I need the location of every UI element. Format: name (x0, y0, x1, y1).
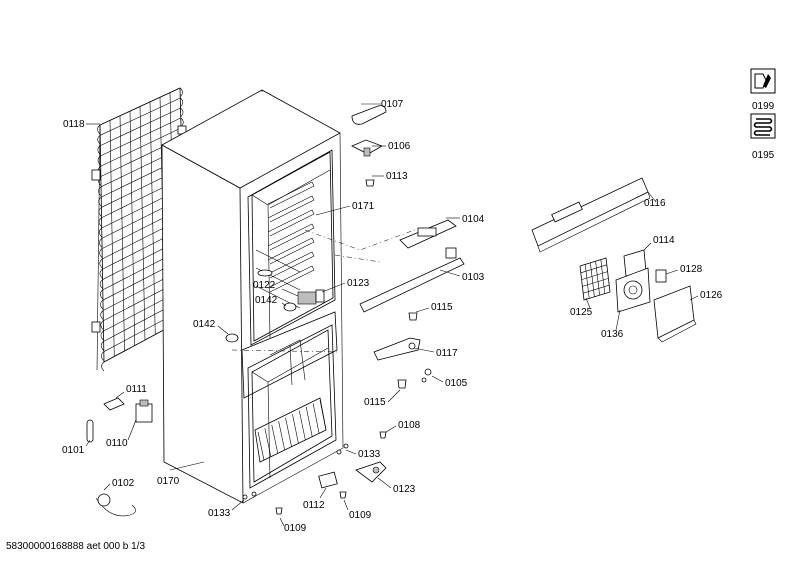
leader-0102 (103, 483, 111, 491)
coil-icon (750, 113, 776, 139)
part-label-0110: 0110 (106, 438, 128, 449)
part-label-0106: 0106 (388, 141, 411, 152)
leader-0109a (279, 517, 285, 527)
leader-0108 (385, 425, 397, 433)
part-label-0101: 0101 (62, 445, 85, 456)
part-label-0102: 0102 (112, 478, 135, 489)
leader-0101 (85, 439, 91, 447)
leader-0125 (585, 297, 591, 309)
part-label-0109a: 0109 (284, 523, 307, 534)
leader-0170 (169, 461, 205, 471)
part-label-0104: 0104 (462, 214, 485, 225)
part-label-0133a: 0133 (358, 449, 381, 460)
part-label-0122: 0122 (253, 280, 276, 291)
leader-0142b (217, 325, 229, 335)
leader-0136 (615, 309, 621, 331)
legend-code-0195: 0195 (752, 150, 775, 161)
part-label-0133b: 0133 (208, 508, 231, 519)
service-tool-icon (750, 68, 776, 94)
leader-0116 (647, 191, 657, 203)
leader-0115a (415, 307, 430, 313)
leader-0115b (387, 389, 401, 403)
part-label-0171: 0171 (352, 201, 375, 212)
part-label-0142b: 0142 (193, 319, 216, 330)
leader-0126 (689, 295, 699, 301)
part-label-0114: 0114 (653, 235, 675, 246)
part-label-0116: 0116 (644, 198, 666, 209)
part-label-0113: 0113 (386, 171, 408, 182)
leader-0103 (439, 269, 461, 277)
leader-0123a (321, 282, 346, 293)
part-labels: 0107 0106 0113 0171 0104 0103 0123 0122 0142 0142… (62, 99, 775, 534)
part-label-0136: 0136 (601, 329, 624, 340)
part-label-0170: 0170 (157, 476, 180, 487)
part-label-0107: 0107 (381, 99, 404, 110)
part-label-0126: 0126 (700, 290, 723, 301)
leader-0114 (643, 242, 652, 251)
legend-code-0199: 0199 (752, 101, 775, 112)
leader-lines (85, 103, 699, 527)
leader-0112 (319, 487, 327, 499)
right-parts (531, 177, 697, 343)
part-label-0117: 0117 (436, 348, 458, 359)
leader-0110 (127, 419, 137, 441)
part-label-0109b: 0109 (349, 510, 372, 521)
leader-0111 (115, 391, 125, 399)
part-label-0142a: 0142 (255, 295, 278, 306)
leader-0133a (345, 449, 357, 455)
assembly-lines (231, 227, 421, 353)
part-label-0108: 0108 (398, 420, 421, 431)
part-label-0111: 0111 (126, 384, 147, 395)
part-label-0128: 0128 (680, 264, 703, 275)
part-label-0115a: 0115 (431, 302, 453, 313)
leader-0117 (413, 347, 435, 353)
leader-0133b (231, 499, 245, 511)
small-parts (86, 105, 465, 517)
part-label-0123b: 0123 (393, 484, 416, 495)
document-id: 58300000168888 aet 000 b 1/3 (6, 541, 146, 552)
part-label-0123a: 0123 (347, 278, 370, 289)
part-label-0105: 0105 (445, 378, 468, 389)
leader-0123b (377, 477, 392, 489)
part-label-0112: 0112 (303, 500, 325, 511)
part-label-0115b: 0115 (364, 397, 386, 408)
part-label-0118: 0118 (63, 119, 85, 130)
leader-0128 (665, 269, 679, 275)
leader-0105 (431, 375, 444, 383)
leader-0142a (281, 302, 287, 307)
part-label-0103: 0103 (462, 272, 485, 283)
part-label-0125: 0125 (570, 307, 593, 318)
cabinet (161, 89, 344, 504)
leader-0109b (343, 499, 349, 511)
leader-0171 (315, 205, 351, 216)
leader-0122 (281, 288, 299, 297)
